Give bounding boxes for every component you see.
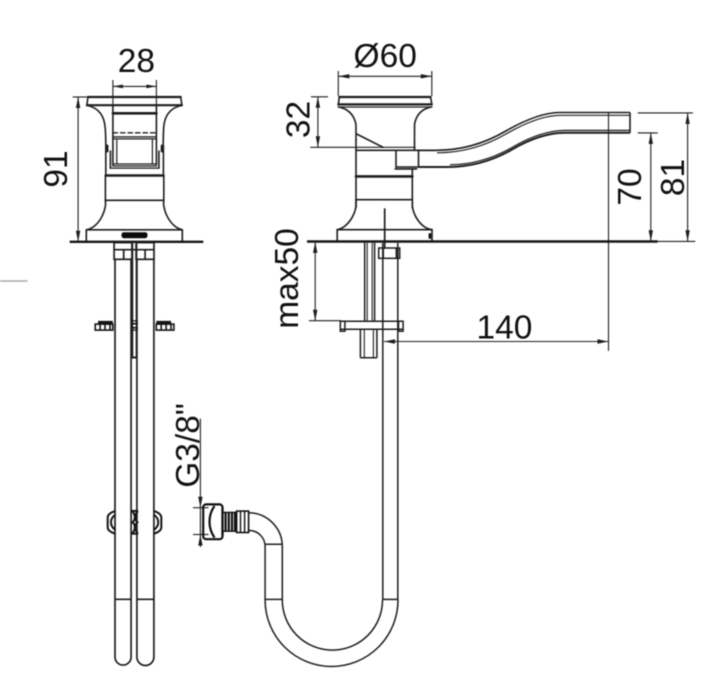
svg-text:140: 140 — [477, 310, 533, 347]
svg-text:81: 81 — [655, 159, 692, 196]
svg-text:91: 91 — [38, 150, 75, 187]
svg-text:max50: max50 — [269, 228, 306, 329]
svg-text:28: 28 — [118, 43, 155, 80]
svg-text:G3/8": G3/8" — [170, 403, 207, 488]
svg-text:Ø60: Ø60 — [354, 38, 417, 75]
svg-text:70: 70 — [612, 168, 649, 205]
svg-text:32: 32 — [281, 101, 318, 138]
